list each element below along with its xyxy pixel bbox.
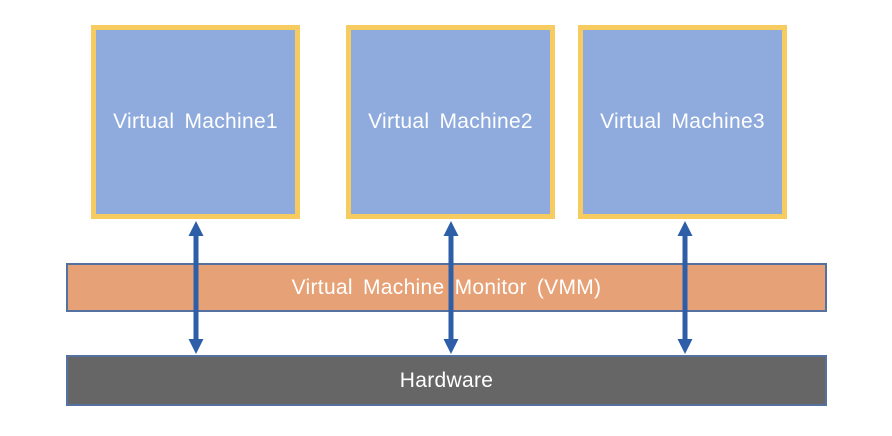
vmm-bar: Virtual Machine Monitor (VMM) (66, 263, 827, 312)
vm-box-1: Virtual Machine1 (91, 25, 300, 219)
vmm-bar-label: Virtual Machine Monitor (VMM) (291, 275, 602, 299)
hardware-bar: Hardware (66, 355, 827, 406)
vm-box-3-label: Virtual Machine3 (600, 110, 765, 133)
vm-box-2-label: Virtual Machine2 (368, 110, 533, 133)
hardware-bar-label: Hardware (399, 368, 494, 392)
vm-box-2: Virtual Machine2 (346, 25, 555, 219)
vm-box-3: Virtual Machine3 (578, 25, 787, 219)
vm-box-1-label: Virtual Machine1 (113, 110, 278, 133)
